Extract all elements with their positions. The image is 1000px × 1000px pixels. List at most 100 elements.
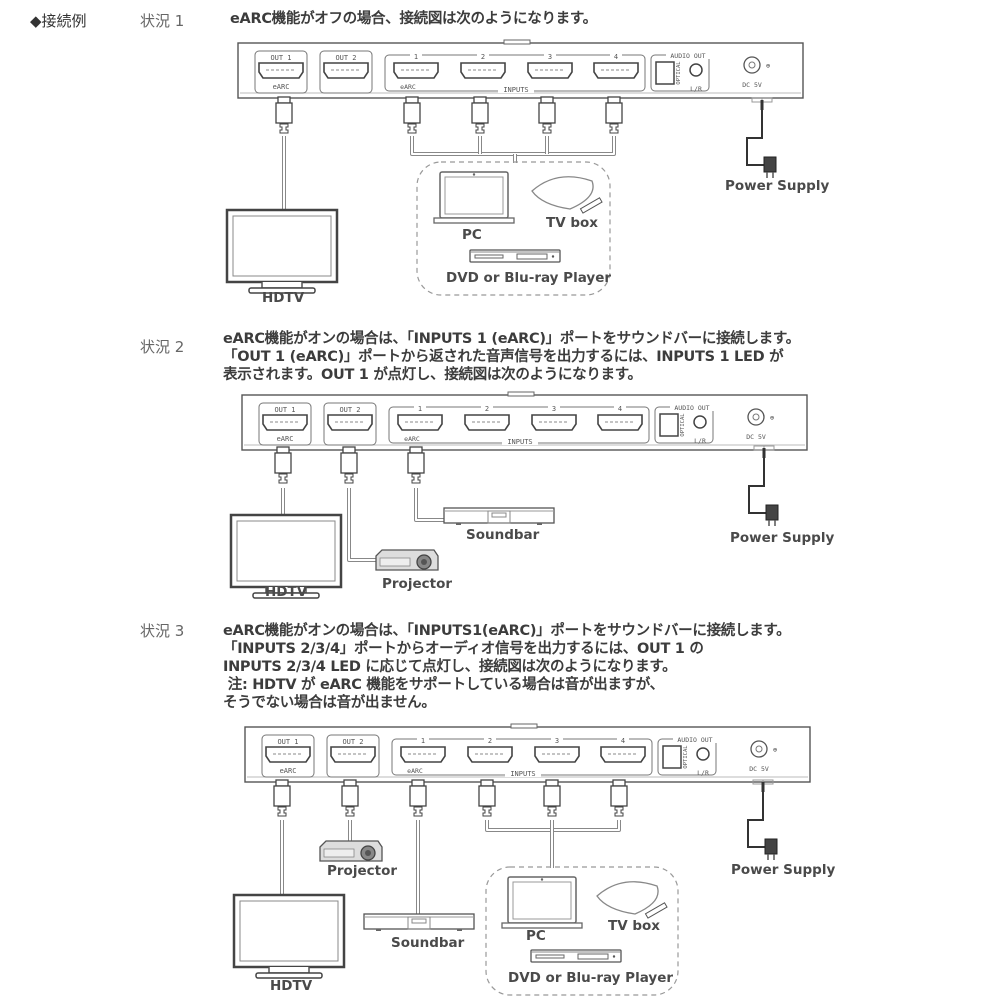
optical-label: OPTICAL bbox=[676, 61, 682, 85]
out2-label: OUT 2 bbox=[342, 738, 363, 746]
optical-label: OPTICAL bbox=[683, 745, 689, 769]
case-2-label: 状況 2 bbox=[140, 338, 185, 356]
audio-out-label: AUDIO OUT bbox=[670, 52, 705, 60]
input1-earc-label: eARC bbox=[400, 83, 416, 91]
remote-icon bbox=[644, 902, 668, 919]
input-number-label: 2 bbox=[488, 737, 492, 745]
input-number-label: 1 bbox=[414, 53, 418, 61]
input1-earc-label: eARC bbox=[407, 767, 423, 775]
hdmi-plug-icon bbox=[343, 779, 357, 787]
hdtv-label: HDTV bbox=[270, 978, 313, 994]
input-number-label: 3 bbox=[548, 53, 552, 61]
dc-port-icon bbox=[743, 56, 761, 74]
case-1-label: 状況 1 bbox=[140, 12, 185, 30]
diagram-canvas: OUT 1 eARC OUT 2 1 2 3 4 eARC INPUTS AUDIO OUTOPT… bbox=[225, 39, 804, 296]
optical-port-icon bbox=[662, 745, 682, 769]
hdmi-plug-icon bbox=[545, 779, 559, 787]
optical-label: OPTICAL bbox=[680, 413, 686, 437]
dc-plug-icon bbox=[760, 100, 764, 110]
hdmi-plug-icon bbox=[411, 779, 425, 787]
case-2-description: eARC機能がオンの場合は、「INPUTS 1 (eARC)」ポートをサウンドバ… bbox=[223, 331, 800, 383]
out2-label: OUT 2 bbox=[339, 406, 360, 414]
out1-earc-label: eARC bbox=[273, 83, 290, 91]
audio-jack-icon bbox=[693, 415, 707, 429]
hdtv-label: HDTV bbox=[262, 290, 305, 306]
power-cable bbox=[746, 110, 765, 166]
input-number-label: 1 bbox=[421, 737, 425, 745]
dc-port-icon bbox=[750, 740, 768, 758]
optical-port-icon bbox=[659, 413, 679, 437]
power-adapter-icon bbox=[763, 156, 777, 173]
tv-box-label: TV box bbox=[608, 918, 661, 934]
out1-label: OUT 1 bbox=[277, 738, 298, 746]
case-3-description: eARC機能がオンの場合は、「INPUTS1(eARC)」ポートをサウンドバーに… bbox=[223, 623, 791, 711]
dvd-player-label: DVD or Blu-ray Player bbox=[508, 970, 674, 986]
section-title: ◆接続例 bbox=[30, 12, 87, 30]
out1-label: OUT 1 bbox=[270, 54, 291, 62]
out2-label: OUT 2 bbox=[335, 54, 356, 62]
optical-port-icon bbox=[655, 61, 675, 85]
projector-label: Projector bbox=[327, 863, 397, 879]
power-cable bbox=[748, 458, 767, 514]
lr-label: L/R bbox=[694, 437, 706, 445]
dc-label: DC 5V bbox=[746, 433, 766, 441]
input-number-label: 4 bbox=[621, 737, 625, 745]
power-adapter-icon bbox=[765, 504, 779, 521]
lr-label: L/R bbox=[697, 769, 709, 777]
soundbar-label: Soundbar bbox=[466, 527, 540, 543]
pc-label: PC bbox=[462, 227, 482, 243]
input-number-label: 4 bbox=[618, 405, 622, 413]
out1-earc-label: eARC bbox=[277, 435, 294, 443]
input-number-label: 1 bbox=[418, 405, 422, 413]
input-number-label: 4 bbox=[614, 53, 618, 61]
soundbar-label: Soundbar bbox=[391, 935, 465, 951]
diagram-canvas: OUT 1 eARC OUT 2 1 2 3 4 eARC INPUTS AUDIO OUTOPT… bbox=[229, 391, 808, 599]
out1-label: OUT 1 bbox=[274, 406, 295, 414]
hdmi-plug-icon bbox=[612, 779, 626, 787]
audio-jack-icon bbox=[696, 747, 710, 761]
lr-label: L/R bbox=[690, 85, 702, 93]
dvd-player-label: DVD or Blu-ray Player bbox=[446, 270, 612, 286]
source-devices-group bbox=[416, 161, 611, 296]
polarity-icon: ⊕ bbox=[766, 62, 771, 70]
tv-box-label: TV box bbox=[546, 215, 599, 231]
input-number-label: 2 bbox=[481, 53, 485, 61]
dc-port-icon bbox=[747, 408, 765, 426]
tv-box-icon bbox=[531, 176, 594, 210]
input-number-label: 3 bbox=[552, 405, 556, 413]
hdmi-plug-icon bbox=[275, 779, 289, 787]
dc-plug-icon bbox=[762, 448, 766, 458]
power-adapter-icon bbox=[764, 838, 778, 855]
audio-jack-icon bbox=[689, 63, 703, 77]
projector-label: Projector bbox=[382, 576, 452, 592]
inputs-label: INPUTS bbox=[510, 770, 535, 778]
input-number-label: 2 bbox=[485, 405, 489, 413]
polarity-icon: ⊕ bbox=[770, 414, 775, 422]
dc-label: DC 5V bbox=[749, 765, 769, 773]
tv-box-icon bbox=[596, 881, 659, 915]
out1-earc-label: eARC bbox=[280, 767, 297, 775]
input-number-label: 3 bbox=[555, 737, 559, 745]
power-supply-label: Power Supply bbox=[725, 178, 830, 194]
dc-plug-icon bbox=[761, 782, 765, 792]
audio-out-label: AUDIO OUT bbox=[674, 404, 709, 412]
case-3-label: 状況 3 bbox=[140, 622, 185, 640]
power-cable bbox=[747, 792, 766, 848]
hdtv-label: HDTV bbox=[265, 584, 308, 600]
inputs-label: INPUTS bbox=[503, 86, 528, 94]
hdmi-plug-icon bbox=[480, 779, 494, 787]
audio-out-label: AUDIO OUT bbox=[677, 736, 712, 744]
polarity-icon: ⊕ bbox=[773, 746, 778, 754]
power-supply-label: Power Supply bbox=[731, 862, 836, 878]
soundbar-icon bbox=[363, 913, 475, 930]
power-supply-label: Power Supply bbox=[730, 530, 835, 546]
input1-earc-label: eARC bbox=[404, 435, 420, 443]
inputs-label: INPUTS bbox=[507, 438, 532, 446]
case-1-description: eARC機能がオフの場合、接続図は次のようになります。 bbox=[230, 11, 597, 27]
remote-icon bbox=[579, 197, 603, 214]
source-devices-group bbox=[485, 866, 679, 996]
